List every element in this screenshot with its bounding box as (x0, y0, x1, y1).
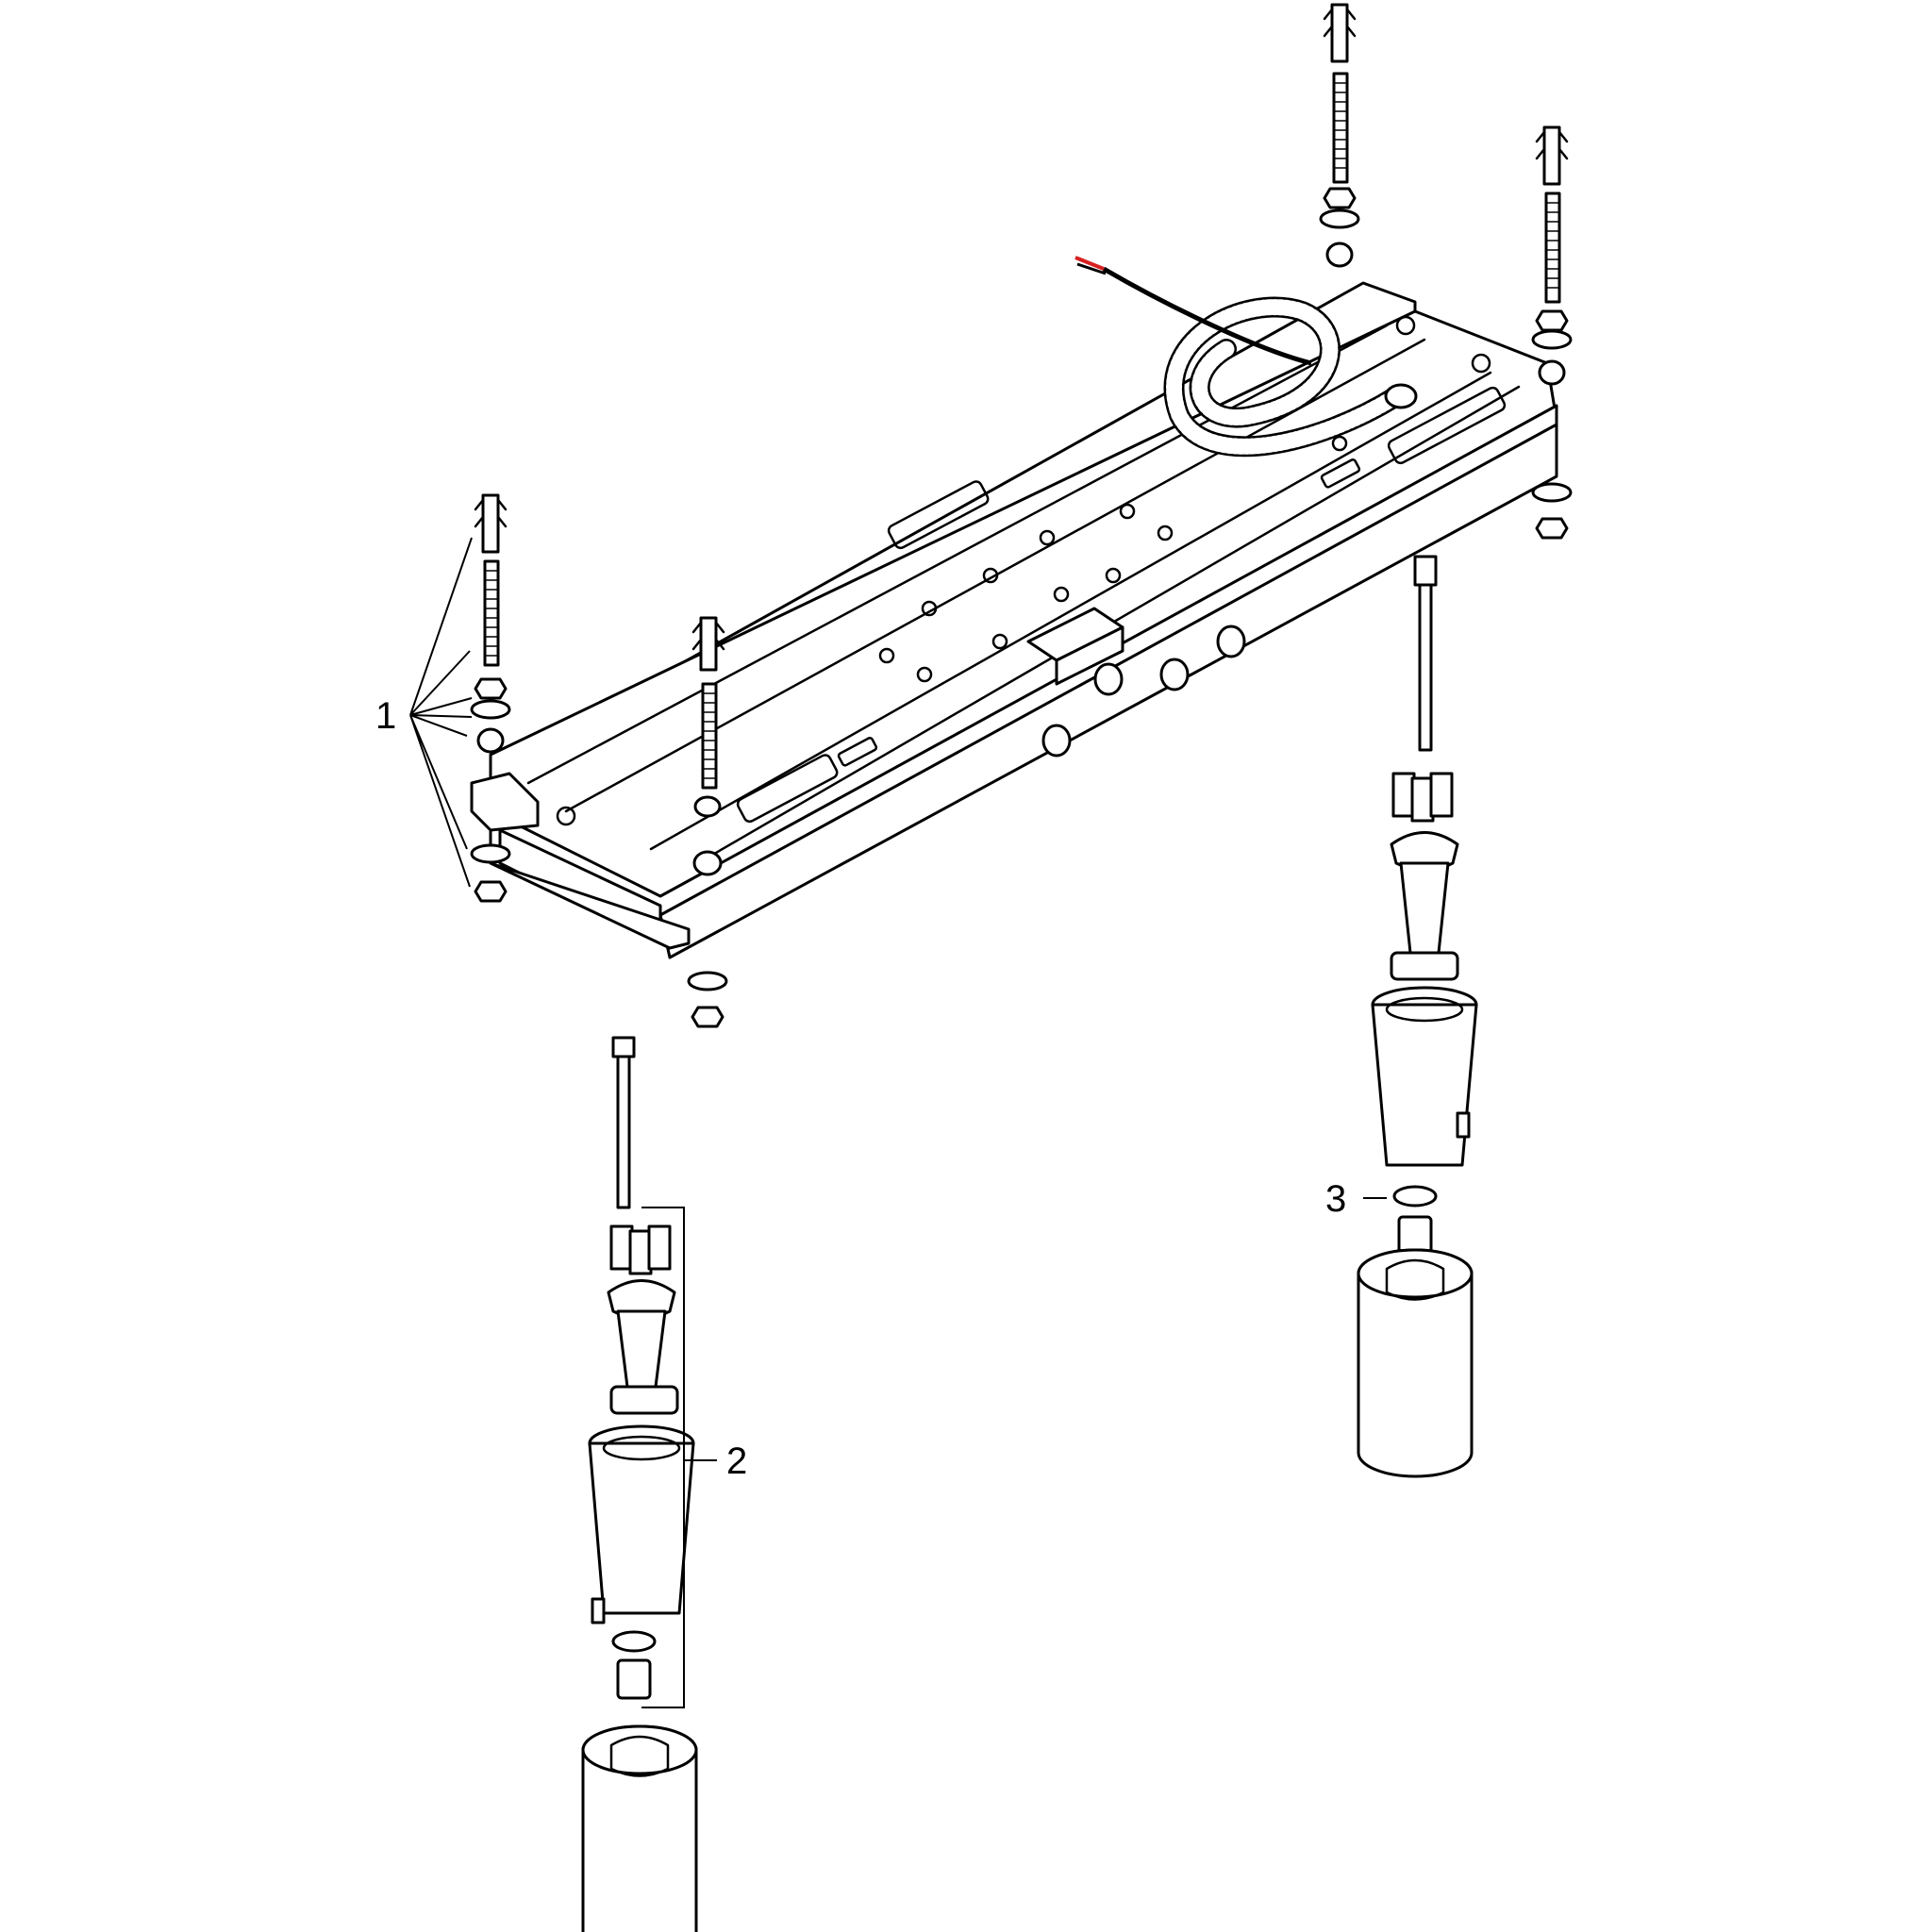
electrical-cable (1074, 256, 1312, 366)
callout-label-1: 1 (375, 695, 396, 737)
valve-assembly-left (581, 1036, 698, 1932)
callout-label-2: 2 (726, 1441, 747, 1482)
fixing-set-left-front (470, 493, 511, 903)
callout-2: 2 (641, 1207, 747, 1708)
callout-label-3: 3 (1325, 1178, 1346, 1220)
callout-1: 1 (375, 537, 473, 888)
valve-assembly-right (1357, 555, 1478, 1478)
pipe-ports (1041, 625, 1246, 758)
corrugated-hose (1163, 296, 1418, 458)
fixing-set-right-front (1531, 125, 1573, 540)
plate-slots (736, 386, 1507, 824)
plate-holes (556, 315, 1491, 826)
callout-3: 3 (1325, 1178, 1387, 1220)
fixing-set-left-middle (687, 616, 728, 1028)
fixing-set-right-back (1319, 3, 1360, 268)
